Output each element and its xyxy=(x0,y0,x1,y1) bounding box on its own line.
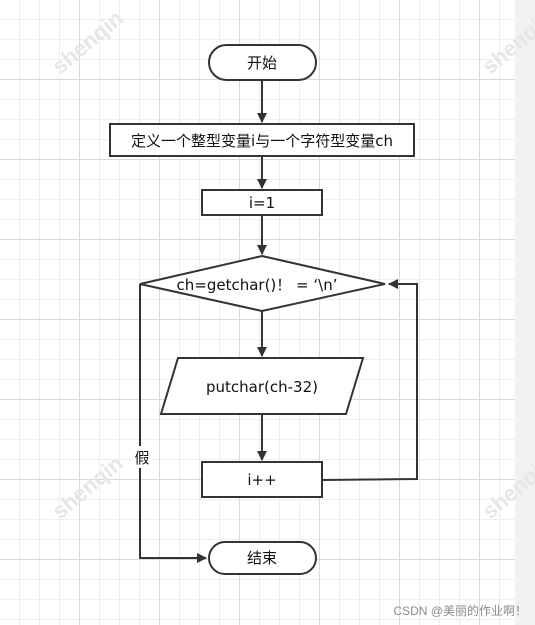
init-label: i=1 xyxy=(249,194,275,212)
condition-decision xyxy=(139,254,386,313)
end-terminator xyxy=(208,541,317,575)
edge-label-bg xyxy=(132,446,152,468)
increment-process xyxy=(201,461,323,498)
watermark: shenqin xyxy=(47,450,128,523)
define-label: 定义一个整型变量i与一个字符型变量ch xyxy=(131,132,393,150)
end-label: 结束 xyxy=(247,549,277,567)
condition-label: ch=getchar()！ = ‘\n’ xyxy=(177,276,338,294)
init-process xyxy=(201,189,323,216)
edge-loop-back xyxy=(321,279,418,481)
start-label: 开始 xyxy=(247,54,277,72)
watermark: shenqin xyxy=(477,5,535,78)
define-process xyxy=(109,123,415,157)
watermark: shenqin xyxy=(47,5,128,78)
watermark: shenqin xyxy=(477,450,535,523)
scrollbar-track xyxy=(515,0,535,625)
footer-credit: CSDN @美丽的作业啊！ xyxy=(393,604,527,618)
increment-label: i++ xyxy=(247,471,276,489)
edge-label-false: 假 xyxy=(134,449,149,467)
start-terminator xyxy=(208,44,317,81)
edge-false-to-end xyxy=(139,284,207,563)
output-parallelogram xyxy=(159,357,365,415)
output-label: putchar(ch-32) xyxy=(206,378,318,396)
